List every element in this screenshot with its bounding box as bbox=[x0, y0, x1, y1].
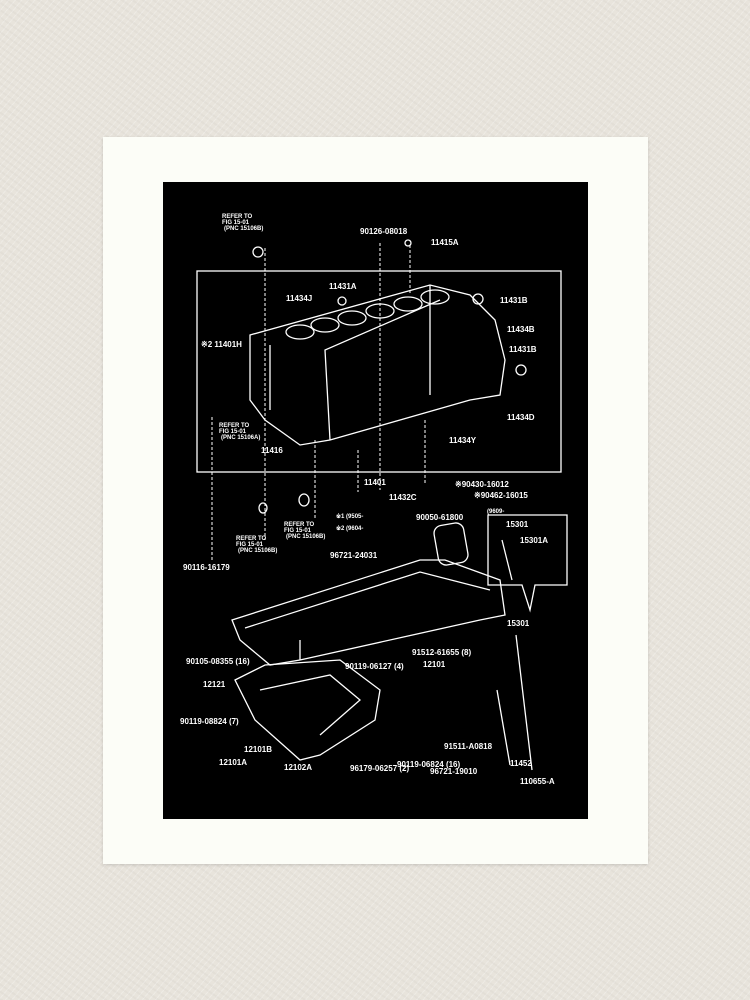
part-number-label: 11431B bbox=[500, 296, 528, 305]
note-label: ※2 (9604- bbox=[336, 524, 363, 532]
part-number-label: 11416 bbox=[261, 446, 283, 455]
part-number-label: 12102A bbox=[284, 763, 312, 772]
part-number-label: 11431A bbox=[329, 282, 357, 291]
part-number-label: ※90430-16012 bbox=[455, 480, 509, 489]
refer-note: FIG 15-01 bbox=[236, 542, 264, 548]
note-label: (9609- bbox=[487, 509, 504, 515]
part-number-label: 91512-61655 (8) bbox=[412, 648, 471, 657]
dipstick-detail-box bbox=[487, 514, 568, 613]
part-number-label: 11434B bbox=[507, 325, 535, 334]
part-number-label: 12101B bbox=[244, 745, 272, 754]
cylinder-block bbox=[249, 284, 506, 446]
part-number-label: 15301 bbox=[506, 520, 529, 529]
part-number-label: 11415A bbox=[431, 238, 459, 247]
part-number-label: 11431B bbox=[509, 345, 537, 354]
art-print bbox=[163, 182, 588, 819]
part-number-label: 90119-08824 (7) bbox=[180, 717, 239, 726]
part-number-label: 96721-19010 bbox=[430, 767, 478, 776]
oil-pan-upper bbox=[231, 559, 506, 666]
part-number-label: 11434Y bbox=[449, 436, 477, 445]
refer-note: FIG 15-01 bbox=[222, 220, 250, 226]
part-number-label: 11432C bbox=[389, 493, 417, 502]
part-number-label: 90050-61800 bbox=[416, 513, 464, 522]
part-number-label: 90119-06127 (4) bbox=[345, 662, 404, 671]
refer-note: REFER TO bbox=[222, 214, 253, 220]
block-group-frame bbox=[196, 270, 562, 473]
refer-note: FIG 15-01 bbox=[284, 528, 312, 534]
refer-note: (PNC 15106B) bbox=[224, 226, 263, 232]
part-number-label: 12101A bbox=[219, 758, 247, 767]
part-number-label: 12121 bbox=[203, 680, 226, 689]
part-number-label: 96179-06257 (2) bbox=[350, 764, 409, 773]
part-number-label: 11434J bbox=[286, 294, 312, 303]
refer-note: (PNC 15106B) bbox=[286, 534, 325, 540]
refer-note: REFER TO bbox=[219, 423, 250, 429]
refer-note: (PNC 15106A) bbox=[221, 435, 260, 441]
part-number-label: 91511-A0818 bbox=[444, 742, 493, 751]
part-number-label: 90126-08018 bbox=[360, 227, 408, 236]
refer-note: REFER TO bbox=[284, 522, 315, 528]
part-number-label: 11401 bbox=[364, 478, 386, 487]
part-number-label: ※2 11401H bbox=[201, 340, 242, 349]
dipstick bbox=[496, 539, 533, 771]
figure-code-label: 110655-A bbox=[520, 777, 555, 786]
refer-note: REFER TO bbox=[236, 536, 267, 542]
part-number-label: 15301 bbox=[507, 619, 530, 628]
oil-pan-lower bbox=[234, 659, 381, 761]
refer-note: FIG 15-01 bbox=[219, 429, 247, 435]
part-number-label: ※90462-16015 bbox=[474, 491, 528, 500]
part-number-label: 11452 bbox=[510, 759, 532, 768]
note-label: ※1 (9505- bbox=[336, 512, 363, 520]
part-number-label: 96721-24031 bbox=[330, 551, 378, 560]
part-number-label: 90105-08355 (16) bbox=[186, 657, 250, 666]
part-number-label: 90116-16179 bbox=[183, 563, 230, 572]
part-number-label: 12101 bbox=[423, 660, 446, 669]
refer-note: (PNC 15106B) bbox=[238, 548, 277, 554]
part-labels: 90126-08018 11415A 11434J 11431A 11431B 11434… bbox=[180, 214, 555, 786]
diagram-lines bbox=[196, 239, 568, 771]
cylinder-bores bbox=[285, 289, 450, 340]
part-number-label: 11434D bbox=[507, 413, 535, 422]
part-number-label: 15301A bbox=[520, 536, 548, 545]
part-number-label: 90119-06824 (16) bbox=[397, 760, 461, 769]
